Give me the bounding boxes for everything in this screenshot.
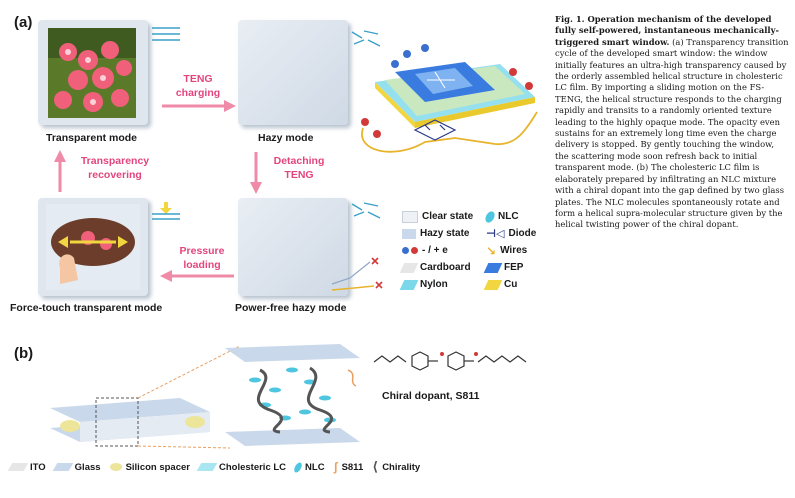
legend-nylon: Nylon xyxy=(399,276,473,293)
legend-nlc: NLC xyxy=(483,208,536,225)
legend-fep: FEP xyxy=(483,259,536,276)
recovering-arrow xyxy=(54,150,66,192)
legend-cardboard: Cardboard xyxy=(399,259,473,276)
helix-ordered-icon-2 xyxy=(152,202,180,220)
power-free-mode-label: Power-free hazy mode xyxy=(235,302,347,314)
panel-a-label: (a) xyxy=(14,14,33,31)
legend-hazy-state: Hazy state xyxy=(402,225,473,242)
panel-b-label: (b) xyxy=(14,345,34,362)
lc-cell-illustration xyxy=(50,344,360,449)
hazy-mode-label: Hazy mode xyxy=(258,132,314,144)
force-touch-mode-label: Force-touch transparent mode xyxy=(10,302,163,314)
touch-illustration xyxy=(46,204,140,290)
transparent-mode-label: Transparent mode xyxy=(46,132,138,144)
caption-title: Fig. 1. Operation mechanism of the devel… xyxy=(555,14,779,47)
legend-charge: - / + e xyxy=(402,242,473,259)
hazy-mode-window xyxy=(238,20,348,125)
figure-caption: Fig. 1. Operation mechanism of the devel… xyxy=(555,14,789,231)
disconnected-wires xyxy=(331,257,383,291)
teng-device xyxy=(361,44,538,153)
legend-ito: ITO xyxy=(7,462,46,473)
chiral-dopant-label: Chiral dopant, S811 xyxy=(382,390,480,402)
legend-b: ITO Glass Silicon spacer Cholesteric LC … xyxy=(7,459,555,475)
legend-wires: ↘Wires xyxy=(486,243,528,258)
detaching-arrow xyxy=(250,152,262,194)
legend-a-col1: Clear state Hazy state - / + e Cardboard… xyxy=(399,208,473,293)
legend-a-col2: NLC ⊣◁Diode ↘Wires FEP Cu xyxy=(483,208,537,293)
teng-charging-arrow xyxy=(162,100,236,112)
force-touch-window xyxy=(38,198,148,296)
legend-glass: Glass xyxy=(52,462,101,473)
helix-random-icon-2 xyxy=(351,202,381,219)
legend-cu: Cu xyxy=(483,276,536,293)
s811-molecule xyxy=(373,351,527,371)
power-free-hazy-window xyxy=(238,198,348,296)
helix-random-icon xyxy=(351,30,381,47)
pressure-loading-arrow xyxy=(160,270,234,282)
flower-image xyxy=(48,28,136,118)
chirality-icon: ⟨ xyxy=(372,459,379,474)
wire-icon: ↘ xyxy=(486,243,497,258)
legend-chirality: ⟨Chirality xyxy=(372,459,421,474)
s811-icon: ʃ xyxy=(333,460,338,474)
legend-silicon-spacer: Silicon spacer xyxy=(109,462,190,473)
legend-cholesteric-lc: Cholesteric LC xyxy=(196,462,286,473)
legend-diode: ⊣◁Diode xyxy=(486,228,537,240)
legend-clear-state: Clear state xyxy=(402,208,473,225)
caption-body: (a) Transparency transition cycle of the… xyxy=(555,36,789,230)
transparent-mode-window xyxy=(38,20,148,125)
helix-ordered-icon xyxy=(152,27,180,41)
legend-nlc-b: NLC xyxy=(292,460,325,474)
diode-icon: ⊣◁ xyxy=(486,228,505,240)
